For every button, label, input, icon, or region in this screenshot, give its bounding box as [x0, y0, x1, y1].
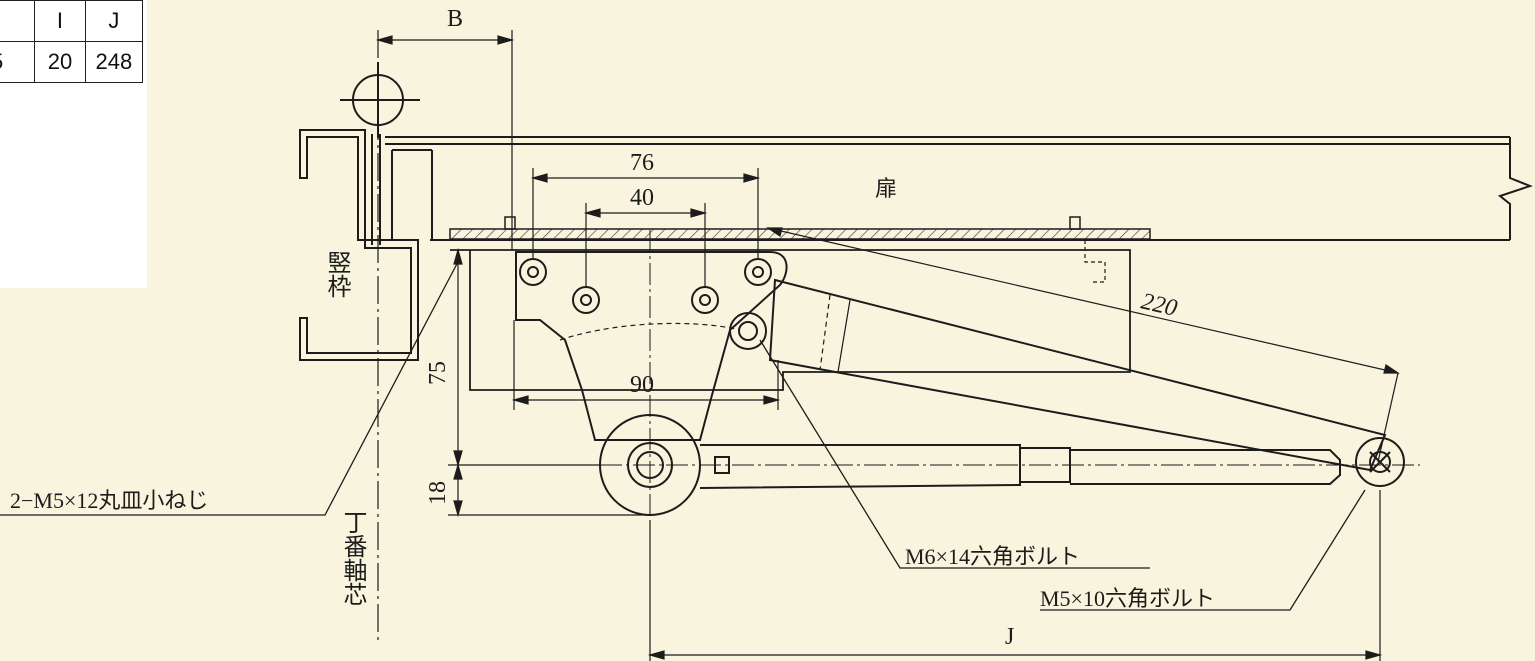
dim-b-label: B [447, 6, 463, 32]
hinge-pin-symbol [340, 62, 420, 138]
dim-j-label: J [1005, 624, 1014, 650]
dimension-table: I J 5 20 248 [0, 0, 147, 288]
table-cell-i: 20 [34, 41, 86, 83]
table-cell-j: 248 [84, 41, 144, 83]
main-arm [768, 278, 1387, 472]
dim-75-label: 75 [425, 361, 451, 385]
bolt-m6-label: M6×14六角ボルト [905, 544, 1080, 569]
leader-lines [0, 257, 1366, 611]
screw-label: 2−M5×12丸皿小ねじ [10, 488, 208, 513]
dim-40-label: 40 [630, 185, 654, 211]
dim-76-label: 76 [630, 150, 654, 176]
door-frame [299, 129, 1533, 361]
table-header-i: I [34, 0, 86, 42]
bolt-m5-label: M5×10六角ボルト [1040, 586, 1215, 611]
mounting-plate [449, 216, 1151, 391]
dim-90-label: 90 [630, 372, 654, 398]
frame-label: 竪枠 [323, 250, 351, 298]
dimension-table-grid: I J 5 20 248 [0, 0, 144, 83]
table-header-cell [0, 0, 36, 42]
dimension-lines [375, 30, 1400, 661]
table-cell-partial: 5 [0, 41, 36, 83]
door-label: 扉 [875, 176, 897, 201]
closer-body [515, 251, 788, 441]
dim-18-label: 18 [425, 481, 451, 505]
table-value-row: 5 20 248 [0, 41, 144, 83]
dim-220-label: 220 [1139, 289, 1180, 322]
hinge-axis-label: 丁番軸芯 [339, 510, 367, 606]
